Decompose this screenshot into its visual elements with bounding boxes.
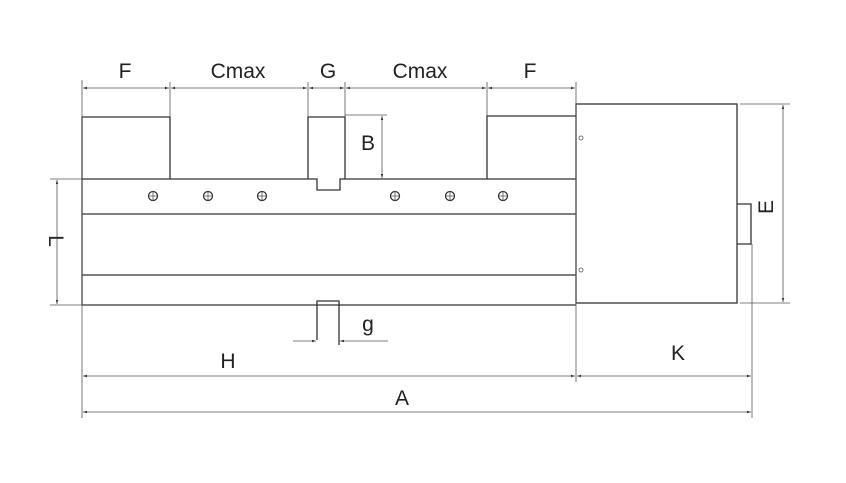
dim-label-cmax-left: Cmax xyxy=(211,60,266,83)
hole-icon xyxy=(147,190,159,202)
right-jaw xyxy=(486,115,576,179)
dim-label-g: G xyxy=(320,60,336,83)
hole-icon xyxy=(444,190,456,202)
center-jaw xyxy=(307,116,346,191)
vise-base xyxy=(81,178,576,306)
hole-icon xyxy=(497,190,509,202)
dim-label-e: E xyxy=(755,200,778,214)
dim-label-k: K xyxy=(671,342,685,365)
mounting-holes xyxy=(147,190,509,202)
hole-icon xyxy=(256,190,268,202)
drive-housing xyxy=(575,103,752,304)
dim-label-b: B xyxy=(361,132,375,155)
dim-label-cmax-right: Cmax xyxy=(393,60,448,83)
dim-label-a: A xyxy=(395,387,409,410)
dim-label-small-g: g xyxy=(362,313,374,336)
hole-icon xyxy=(202,190,214,202)
dim-label-h: H xyxy=(220,350,235,373)
key-slot xyxy=(316,300,340,345)
dim-label-f-left: F xyxy=(119,60,132,83)
extension-lines xyxy=(50,80,790,418)
dim-label-f-right: F xyxy=(524,60,537,83)
dimension-lines xyxy=(55,86,785,414)
hole-icon xyxy=(389,190,401,202)
left-jaw xyxy=(81,116,171,179)
dim-label-l: L xyxy=(44,235,67,247)
